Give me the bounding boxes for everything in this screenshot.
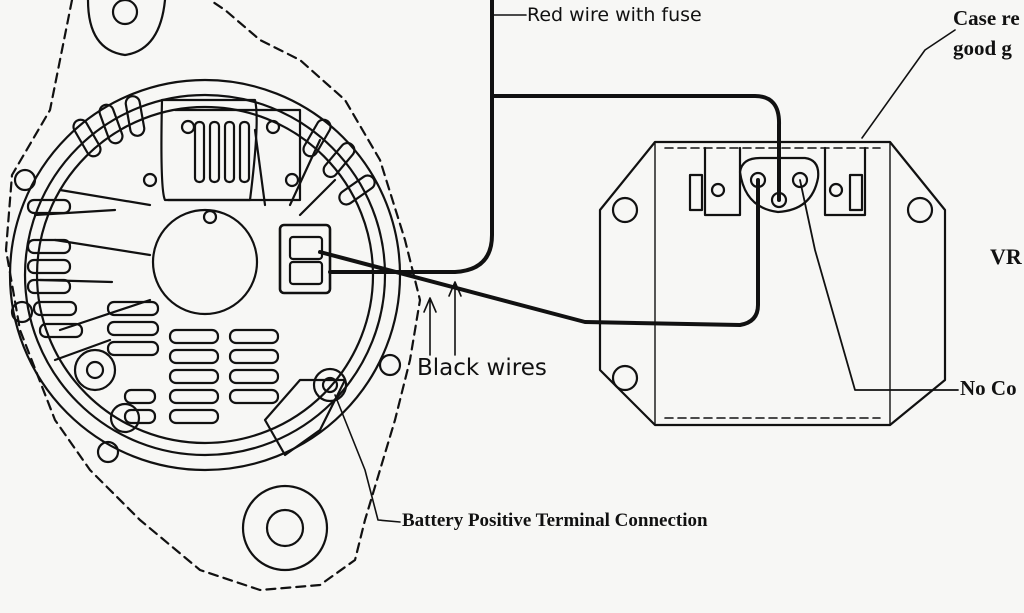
case-label-line1: Case re <box>953 6 1020 30</box>
battery-leader <box>334 394 401 523</box>
black-wire <box>318 178 760 327</box>
red-wire <box>328 0 782 274</box>
alternator-body <box>4 0 422 592</box>
black-wires-arrows <box>423 281 462 356</box>
battery-terminal-label: Battery Positive Terminal Connection <box>402 510 708 531</box>
black-wires-label: Black wires <box>417 355 547 381</box>
voltage-regulator <box>598 140 947 427</box>
case-label-line2: good g <box>953 36 1012 60</box>
case-leader <box>861 29 956 139</box>
no-connection-leader <box>799 179 959 391</box>
alternator-field-connector <box>278 223 332 295</box>
red-wire-label: Red wire with fuse <box>527 4 702 26</box>
no-connection-label: No Co <box>960 376 1017 400</box>
vr-label: VR <box>990 244 1022 269</box>
